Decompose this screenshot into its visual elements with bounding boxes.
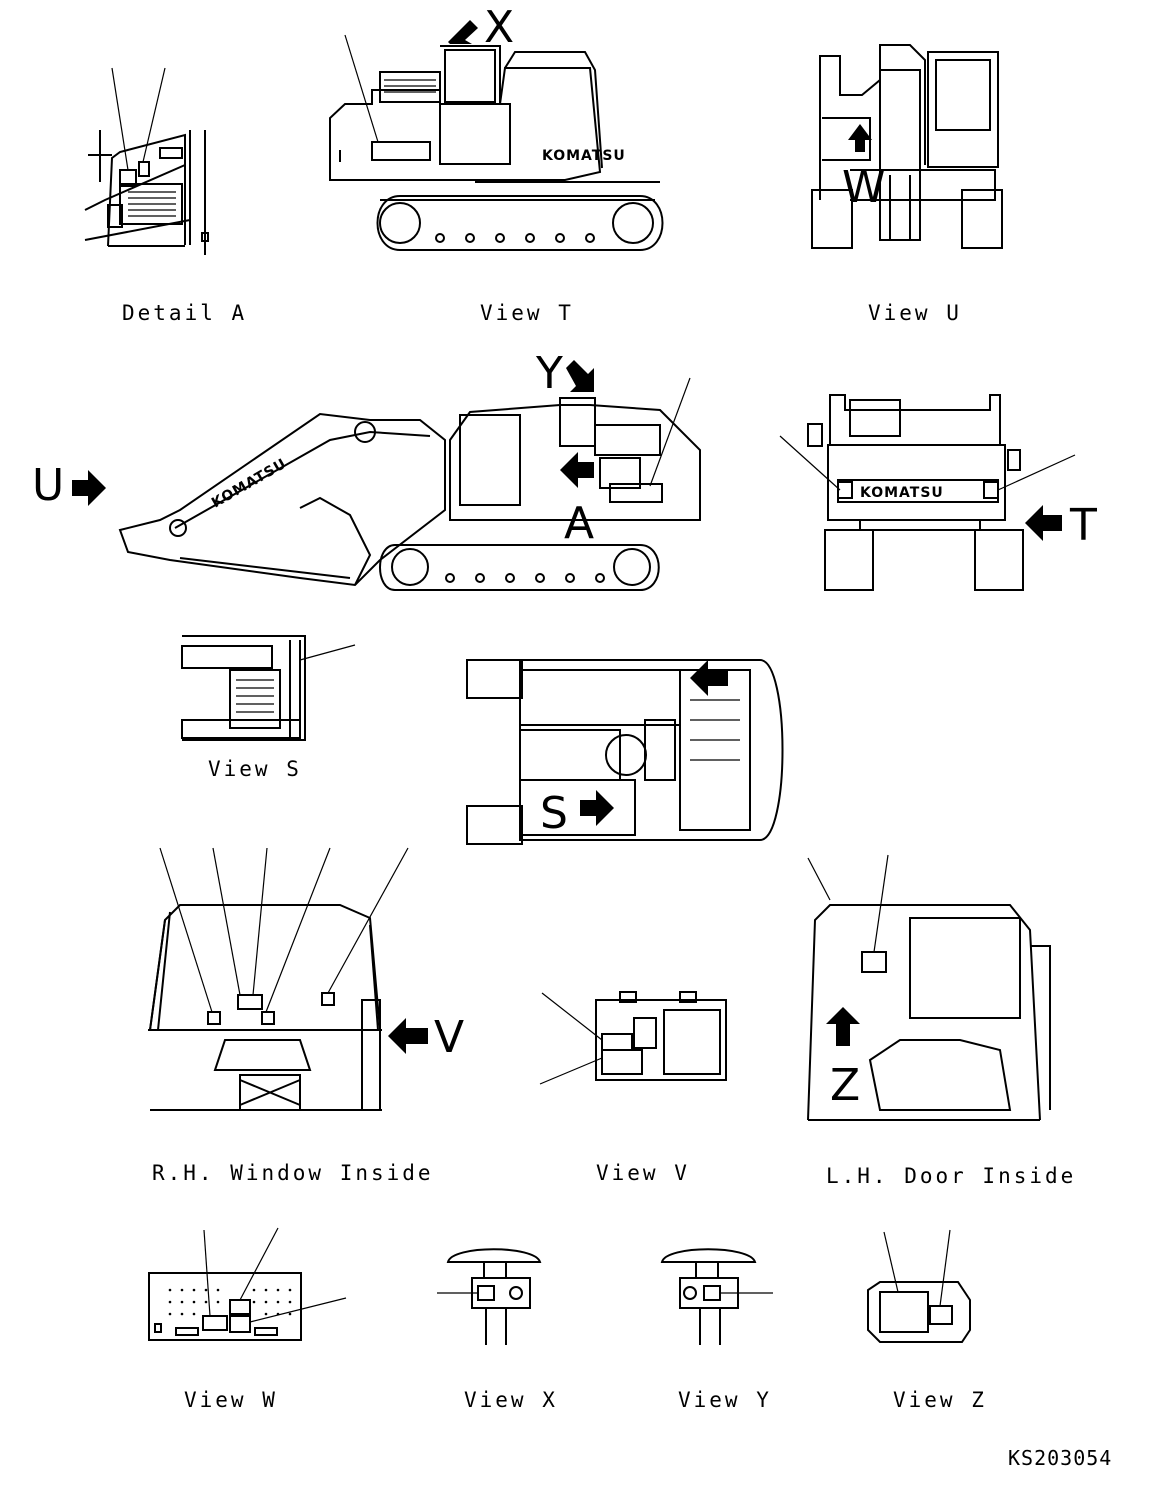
view-x-arrow-icon: [448, 20, 478, 44]
marker-z: Z: [830, 1060, 860, 1111]
view-u-drawing: [811, 44, 1003, 249]
rh-window-drawing: [148, 847, 409, 1111]
view-u-arrow-icon: [72, 470, 106, 506]
view-w-detail-drawing: [148, 1227, 347, 1341]
view-w-arrow-icon: [848, 124, 872, 152]
detail-a-arrow-icon: [560, 452, 594, 488]
view-t-drawing: KOMATSU: [329, 34, 664, 251]
view-s-arrow-icon: [580, 790, 614, 826]
drawing-number: KS203054: [1008, 1446, 1112, 1470]
view-y-arrow-icon: [566, 360, 594, 392]
marker-y: Y: [535, 348, 563, 399]
view-y-drawing: [660, 1248, 773, 1345]
view-u-caption: View U: [868, 301, 962, 325]
rear-logo: KOMATSU: [860, 485, 944, 501]
rear-view-drawing: KOMATSU: [779, 394, 1076, 591]
view-t-logo: KOMATSU: [542, 148, 626, 164]
marker-s: S: [540, 788, 568, 839]
view-z-drawing: [867, 1229, 971, 1343]
marker-a: A: [564, 498, 594, 549]
marker-t: T: [1069, 500, 1097, 551]
rh-window-caption: R.H. Window Inside: [152, 1161, 434, 1185]
marker-u: U: [32, 460, 64, 511]
view-t-arrow-icon: [1025, 505, 1062, 541]
view-w-caption: View W: [184, 1388, 278, 1412]
view-t-caption: View T: [480, 301, 574, 325]
view-x-drawing: [437, 1248, 542, 1345]
detail-a-caption: Detail A: [122, 301, 247, 325]
view-v-drawing: [539, 991, 727, 1085]
view-y-caption: View Y: [678, 1388, 772, 1412]
view-z-caption: View Z: [893, 1388, 987, 1412]
view-s-caption: View S: [208, 757, 302, 781]
view-v-arrow-icon: [690, 660, 728, 696]
marker-w: W: [842, 162, 886, 213]
boom-logo: KOMATSU: [209, 456, 290, 512]
view-v-arrow-2-icon: [388, 1018, 428, 1054]
top-view-drawing: [466, 659, 784, 845]
marker-v: V: [434, 1012, 464, 1063]
detail-a-drawing: [84, 67, 209, 255]
view-v-caption: View V: [596, 1161, 690, 1185]
marker-x: X: [484, 2, 514, 53]
view-z-arrow-icon: [826, 1007, 860, 1046]
lh-door-drawing: [807, 854, 1051, 1121]
main-excavator-drawing: KOMATSU: [118, 377, 701, 591]
view-x-caption: View X: [464, 1388, 558, 1412]
view-s-drawing: [181, 635, 356, 741]
lh-door-caption: L.H. Door Inside: [826, 1164, 1076, 1188]
